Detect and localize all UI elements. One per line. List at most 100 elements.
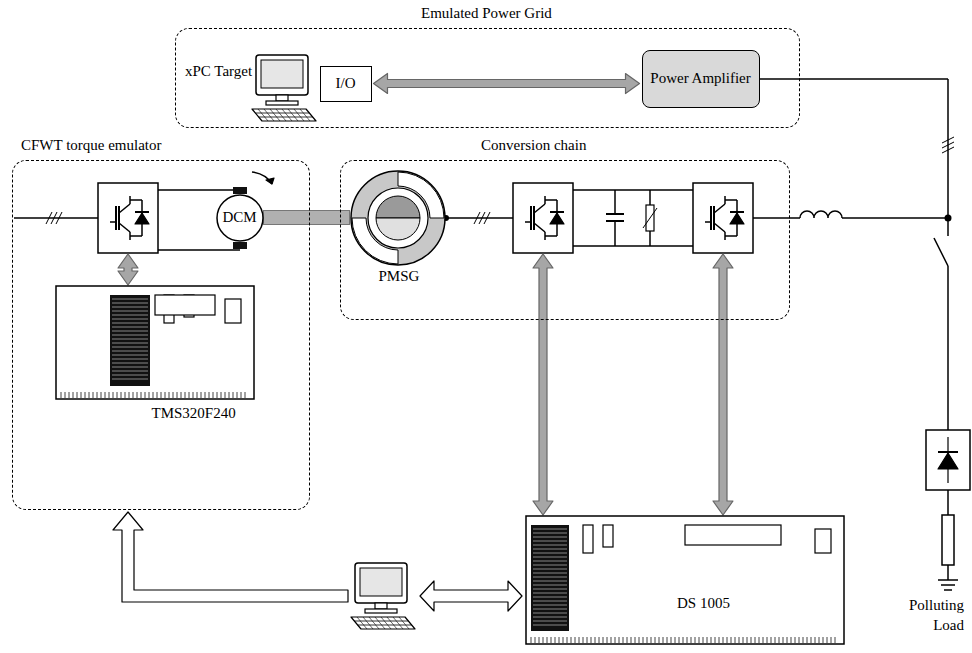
node-label: Power Amplifier: [650, 70, 750, 87]
keyboard-keys: [276, 109, 286, 121]
three-phase-mark: [56, 212, 62, 224]
edge-teeth: [64, 392, 65, 398]
connector-pins: [112, 310, 148, 311]
dc-wire: [158, 249, 240, 251]
three-phase-mark: [942, 137, 954, 143]
edge-teeth: [144, 392, 145, 398]
igbt-collector: [534, 204, 545, 213]
edge-teeth: [659, 637, 660, 643]
data-link-arrow: [118, 254, 138, 285]
edge-teeth: [551, 637, 552, 643]
edge-teeth: [100, 392, 101, 398]
connector-pins: [112, 298, 148, 299]
keyboard-keys: [300, 109, 310, 121]
monitor-stand: [375, 603, 387, 609]
board-node: DS 1005: [525, 515, 845, 645]
connector-pins: [112, 354, 148, 355]
edge-teeth: [104, 392, 105, 398]
edge-teeth: [691, 637, 692, 643]
board-component: [225, 299, 241, 323]
edge-teeth: [96, 392, 97, 398]
group-title: Conversion chain: [481, 137, 586, 154]
three-phase-mark: [484, 212, 490, 224]
edge-teeth: [683, 637, 684, 643]
keyboard-keys: [264, 109, 274, 121]
stator-ring: [351, 171, 445, 265]
edge-teeth: [196, 392, 197, 398]
three-phase-mark: [942, 147, 954, 153]
edge-teeth: [176, 392, 177, 398]
keyboard-keys: [381, 617, 391, 629]
edge-teeth: [204, 392, 205, 398]
edge-teeth: [120, 392, 121, 398]
connector-pins: [533, 605, 567, 606]
connector-pins: [533, 549, 567, 550]
edge-teeth: [563, 637, 564, 643]
igbt-collector: [119, 204, 130, 213]
edge-teeth: [735, 637, 736, 643]
edge-teeth: [811, 637, 812, 643]
capacitor-plate: [606, 213, 624, 215]
edge-teeth: [591, 637, 592, 643]
connector-pins: [533, 601, 567, 602]
edge-teeth: [647, 637, 648, 643]
edge-teeth: [587, 637, 588, 643]
node-label: PMSG: [377, 268, 422, 285]
group-title: Emulated Power Grid: [421, 5, 552, 22]
igbt-channel: [118, 206, 120, 230]
connector-pins: [112, 350, 148, 351]
edge-teeth: [759, 637, 760, 643]
capacitor-lead: [614, 190, 616, 214]
connector-pins: [112, 358, 148, 359]
connector-pins: [533, 553, 567, 554]
edge-teeth: [807, 637, 808, 643]
keyboard-keys: [270, 109, 280, 121]
data-link-arrow: [533, 254, 553, 515]
board-chip: [685, 525, 781, 545]
edge-teeth: [180, 392, 181, 398]
three-phase-mark: [46, 212, 52, 224]
connector-pins: [533, 569, 567, 570]
edge-teeth: [112, 392, 113, 398]
connector-pins: [112, 314, 148, 315]
edge-teeth: [707, 637, 708, 643]
connector-pins: [112, 366, 148, 367]
ground-symbol: [944, 589, 952, 591]
connector-pins: [112, 346, 148, 347]
board-outline: [56, 286, 254, 399]
edge-teeth: [679, 637, 680, 643]
edge-teeth: [208, 392, 209, 398]
edge-teeth: [743, 637, 744, 643]
connector-pins: [533, 537, 567, 538]
igbt-collector: [714, 204, 725, 213]
diode-lead: [725, 199, 737, 201]
edge-teeth: [791, 637, 792, 643]
inductor-symbol: [800, 211, 842, 218]
edge-teeth: [731, 637, 732, 643]
diode-symbol: [550, 213, 564, 224]
connector-pins: [533, 557, 567, 558]
edge-teeth: [815, 637, 816, 643]
resistor-lead: [649, 190, 651, 205]
diode-lead: [130, 235, 142, 237]
group-frame: Conversion chainPMSG: [340, 160, 790, 320]
edge-teeth: [663, 637, 664, 643]
connector-pins: [112, 318, 148, 319]
edge-teeth: [68, 392, 69, 398]
edge-teeth: [124, 392, 125, 398]
diode-lead: [130, 199, 142, 201]
connector-pins: [112, 338, 148, 339]
edge-teeth: [535, 637, 536, 643]
load-wire: [947, 565, 949, 580]
edge-teeth: [80, 392, 81, 398]
rotation-arrow-head: [266, 178, 274, 184]
process-box: Power Amplifier: [642, 50, 760, 108]
rectifier-box: [926, 430, 970, 490]
igbt-gate: [115, 206, 117, 230]
edge-teeth: [779, 637, 780, 643]
keyboard: [351, 617, 415, 629]
edge-teeth: [156, 392, 157, 398]
connector-pins: [112, 378, 148, 379]
diode-lead: [725, 235, 737, 237]
edge-teeth: [244, 392, 245, 398]
